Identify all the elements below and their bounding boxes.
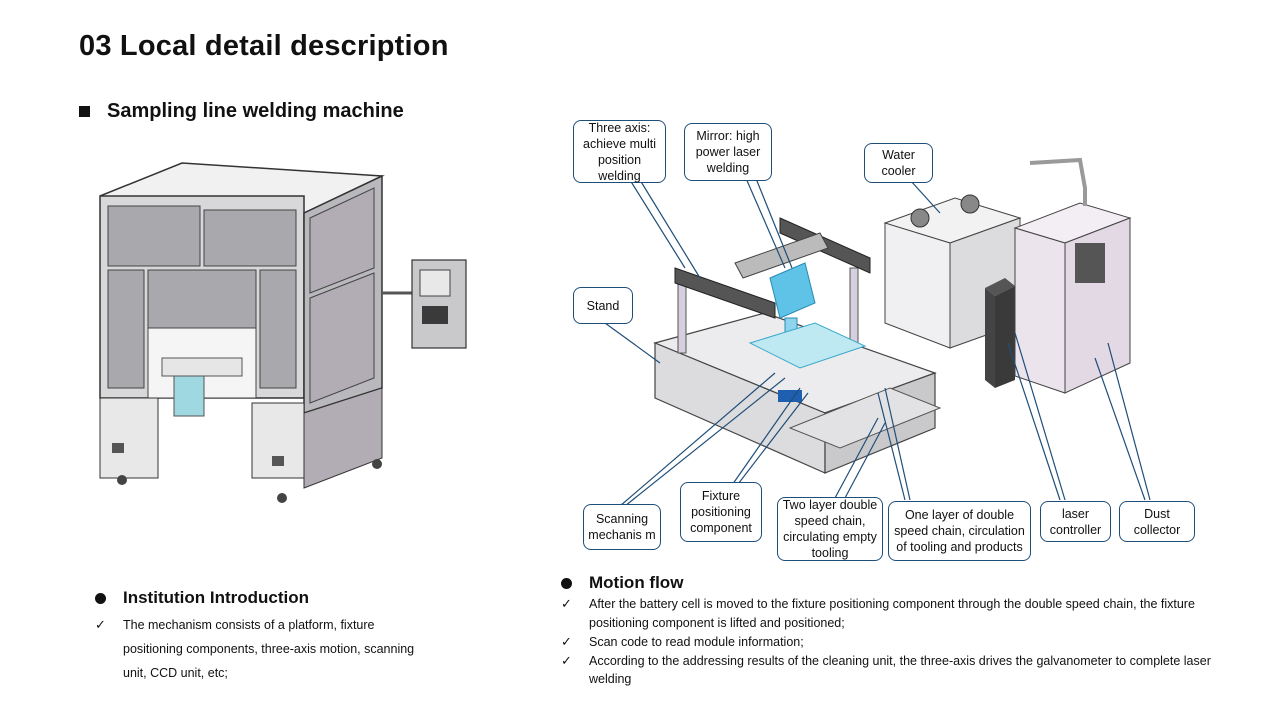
institution-heading: Institution Introduction [123, 588, 310, 607]
checkmark-icon: ✓ [561, 633, 572, 649]
institution-list: ✓ The mechanism consists of a platform, … [95, 613, 435, 685]
welding-line-layout-image [604, 157, 1151, 507]
list-item-text: According to the addressing results of t… [589, 653, 1211, 687]
list-item-text: The mechanism consists of a platform, fi… [123, 618, 415, 680]
dot-bullet-icon [95, 592, 106, 604]
list-item: ✓ After the battery cell is moved to the… [561, 595, 1221, 632]
list-item-text: Scan code to read module information; [589, 634, 804, 649]
callout-two-layer: Two layer double speed chain, circulatin… [777, 497, 883, 561]
callout-stand: Stand [573, 287, 633, 324]
callout-one-layer: One layer of double speed chain, circula… [888, 501, 1031, 561]
motion-heading-row: Motion flow [561, 573, 1221, 593]
motion-section: Motion flow ✓ After the battery cell is … [561, 573, 1221, 689]
callout-fixture: Fixture positioning component [680, 482, 762, 542]
list-item: ✓ The mechanism consists of a platform, … [95, 613, 435, 685]
checkmark-icon: ✓ [95, 617, 106, 632]
list-item: ✓ Scan code to read module information; [561, 633, 1221, 652]
callout-laser-controller: laser controller [1040, 501, 1111, 542]
page-title: 03 Local detail description [79, 30, 449, 62]
checkmark-icon: ✓ [561, 652, 572, 668]
callout-scanning: Scanning mechanis m [583, 504, 661, 550]
list-item-text: After the battery cell is moved to the f… [589, 597, 1195, 630]
section-subtitle: Sampling line welding machine [107, 100, 404, 122]
welding-machine-enclosure-image [99, 162, 467, 503]
callout-mirror: Mirror: high power laser welding [684, 123, 772, 181]
motion-list: ✓ After the battery cell is moved to the… [561, 595, 1221, 689]
institution-section: Institution Introduction ✓ The mechanism… [95, 588, 435, 685]
callout-dust-collector: Dust collector [1119, 501, 1195, 542]
checkmark-icon: ✓ [561, 596, 572, 611]
institution-heading-row: Institution Introduction [95, 588, 435, 608]
motion-heading: Motion flow [589, 573, 684, 592]
dot-bullet-icon [561, 577, 572, 589]
callout-water-cooler: Water cooler [864, 143, 933, 183]
subtitle-row: Sampling line welding machine [79, 100, 404, 123]
list-item: ✓ According to the addressing results of… [561, 652, 1221, 689]
callout-three-axis: Three axis: achieve multi position weldi… [573, 120, 666, 183]
square-bullet-icon [79, 106, 90, 117]
